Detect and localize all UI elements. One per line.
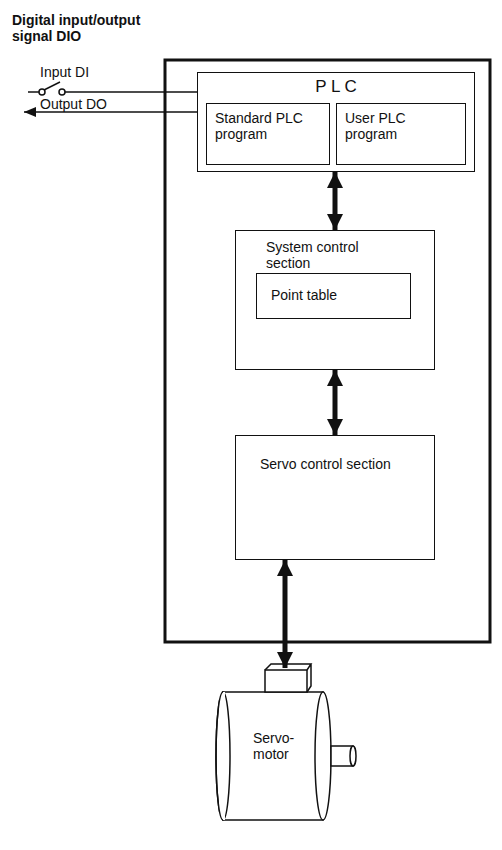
control-section-box: System control sectionPoint table	[235, 230, 435, 370]
box-label: User PLC program	[345, 110, 457, 142]
controller-housing	[165, 60, 490, 642]
plc-box: P L C Standard PLC program User PLC progra…	[197, 72, 475, 172]
box-label: P L C	[204, 77, 468, 97]
signal-name: Output DO	[40, 96, 107, 112]
box-label: Servo control section	[260, 456, 410, 472]
input-switch	[28, 82, 197, 95]
signal-name: Input DI	[40, 64, 89, 80]
title: Digital input/output signal DIO	[12, 12, 142, 44]
data-flow-arrow	[333, 370, 338, 435]
box-label: System control section	[266, 239, 404, 271]
program-box: User PLC program	[336, 103, 466, 165]
servomotor: Servo- motor	[213, 668, 358, 823]
box-label: Standard PLC program	[215, 110, 321, 142]
data-flow-arrow	[283, 560, 288, 668]
box-label: Point table	[271, 287, 396, 303]
motor-label: Servo- motor	[213, 668, 311, 762]
control-section-box: Servo control section	[235, 435, 435, 560]
data-flow-arrow	[333, 172, 338, 230]
program-box: Standard PLC program	[206, 103, 330, 165]
point-table-box: Point table	[256, 273, 411, 319]
